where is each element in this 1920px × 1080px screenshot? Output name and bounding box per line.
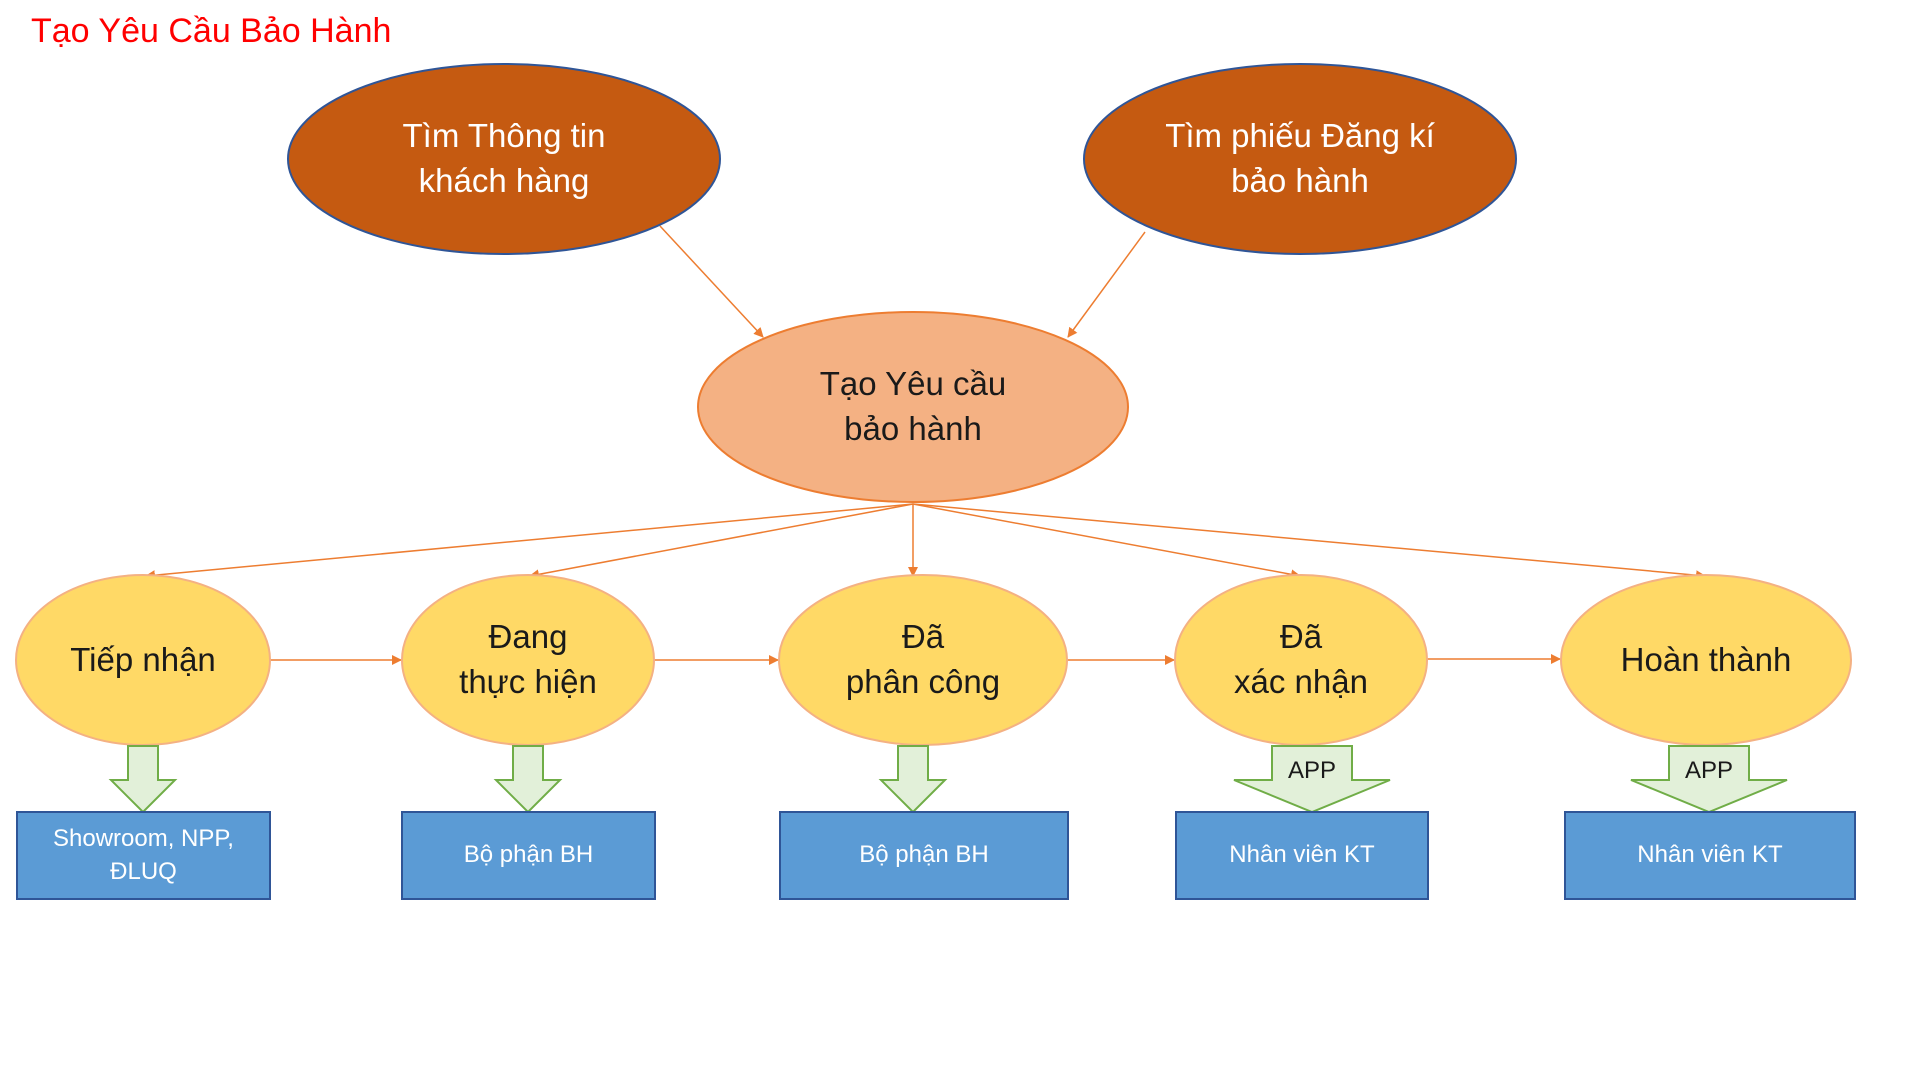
status-da-phan-cong: Đã phân công	[779, 575, 1067, 745]
find-customer-node-shape	[287, 63, 721, 255]
create-request-node-shape	[697, 311, 1129, 503]
connector-request-to-hoan-thanh	[912, 503, 1706, 581]
arrow-label-app: APP	[1287, 757, 1337, 784]
connector-request-to-da-xac-nhan	[912, 503, 1301, 580]
status-dang-thuc-hien: Đang thực hiện	[402, 575, 654, 745]
status-da-xac-nhan: Đã xác nhận	[1175, 575, 1427, 745]
node-label-line: bảo hành	[844, 410, 982, 447]
status-tiep-nhan: Tiếp nhận	[16, 575, 270, 745]
node-label-line: bảo hành	[1231, 162, 1369, 199]
connectors	[145, 225, 1706, 665]
department-nhan-vien-kt: Nhân viên KT	[1565, 812, 1855, 899]
down-arrows	[108, 745, 1788, 814]
node-label-line: Tìm Thông tin	[402, 117, 606, 155]
department-label-line: Bộ phận BH	[859, 841, 989, 869]
status-hoan-thanh: Hoàn thành	[1561, 575, 1851, 745]
down-arrow-icon	[878, 745, 948, 814]
department-box-shape	[401, 811, 656, 900]
department-label-line: Nhân viên KT	[1637, 841, 1783, 869]
down-arrow-icon	[1630, 745, 1788, 814]
node-label-line: Tạo Yêu cầu	[819, 365, 1007, 403]
down-arrow-icon	[108, 745, 178, 814]
create-request-node: Tạo Yêu cầu bảo hành	[698, 312, 1128, 502]
department-bo-phan-bh: Bộ phận BH	[780, 812, 1068, 899]
connector-registration-to-request	[1067, 231, 1146, 338]
status-label-line: xác nhận	[1234, 663, 1368, 700]
department-label-line: ĐLUQ	[110, 857, 177, 885]
department-box-shape	[779, 811, 1069, 900]
connector-request-to-tiep-nhan	[145, 503, 914, 581]
find-registration-node: Tìm phiếu Đăng kí bảo hành	[1084, 64, 1516, 254]
department-label-line: Nhân viên KT	[1229, 841, 1375, 869]
down-arrow-icon	[1233, 745, 1391, 814]
find-customer-node: Tìm Thông tin khách hàng	[288, 64, 720, 254]
node-label-line: khách hàng	[418, 162, 590, 199]
arrow-label-app: APP	[1684, 757, 1734, 784]
department-nhan-vien-kt: Nhân viên KT	[1176, 812, 1428, 899]
find-registration-node-shape	[1083, 63, 1517, 255]
status-label-line: Hoàn thành	[1620, 640, 1792, 678]
department-box-shape	[1564, 811, 1856, 900]
department-box-shape	[1175, 811, 1429, 900]
connector-request-to-dang-thuc-hien	[529, 503, 914, 580]
department-showroom: Showroom, NPP, ĐLUQ	[17, 812, 270, 899]
department-label-line: Bộ phận BH	[463, 841, 594, 869]
connector-customer-to-request	[659, 225, 764, 338]
status-label-line: Đã	[901, 618, 945, 656]
status-label-line: phân công	[845, 663, 1001, 700]
node-label-line: Tìm phiếu Đăng kí	[1165, 117, 1435, 155]
department-boxes	[16, 811, 1856, 900]
status-label-line: Đang	[488, 618, 568, 656]
page-title: Tạo Yêu Cầu Bảo Hành	[31, 12, 392, 50]
status-label-line: Đã	[1279, 618, 1323, 656]
department-label-line: Showroom, NPP,	[53, 825, 234, 853]
status-label-line: Tiếp nhận	[70, 640, 216, 678]
status-label-line: thực hiện	[459, 663, 597, 700]
department-bo-phan-bh: Bộ phận BH	[402, 812, 655, 899]
department-box-shape	[16, 811, 271, 900]
down-arrow-icon	[493, 745, 563, 814]
